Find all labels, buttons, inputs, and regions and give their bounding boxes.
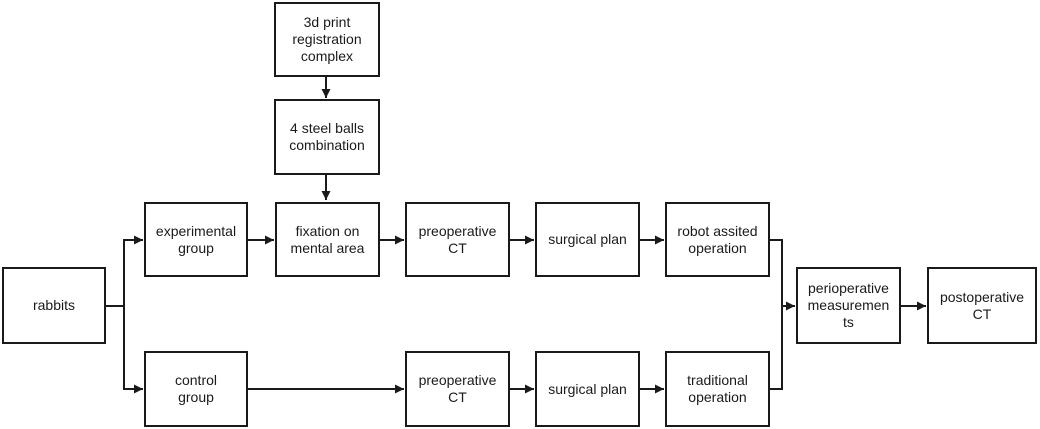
node-experimental-group: experimental group bbox=[144, 202, 248, 277]
node-preoperative-ct-top: preoperative CT bbox=[405, 202, 510, 277]
node-perioperative-label: perioperative measuremen ts bbox=[807, 280, 890, 330]
node-surgical-plan-top: surgical plan bbox=[535, 202, 640, 277]
node-fixation-label: fixation on mental area bbox=[290, 222, 365, 256]
node-robot-operation-label: robot assited operation bbox=[677, 222, 758, 256]
node-steel-balls-label: 4 steel balls combination bbox=[289, 120, 365, 153]
node-surgical-plan-bottom: surgical plan bbox=[535, 351, 640, 427]
node-traditional-operation: traditional operation bbox=[665, 351, 770, 427]
node-3d-print-label: 3d print registration complex bbox=[292, 14, 362, 64]
node-rabbits: rabbits bbox=[2, 267, 106, 344]
node-rabbits-label: rabbits bbox=[32, 297, 76, 313]
node-control-group-label: control group bbox=[174, 372, 218, 405]
node-control-group: control group bbox=[144, 351, 248, 427]
node-postoperative-ct-label: postoperative CT bbox=[939, 288, 1025, 322]
node-surgical-plan-top-label: surgical plan bbox=[548, 231, 627, 247]
node-preoperative-ct-top-label: preoperative CT bbox=[418, 222, 497, 256]
node-3d-print-registration-complex: 3d print registration complex bbox=[274, 2, 380, 77]
node-fixation-on-mental-area: fixation on mental area bbox=[275, 202, 380, 277]
line-robot-to-merge bbox=[770, 239, 783, 390]
node-steel-balls-combination: 4 steel balls combination bbox=[274, 99, 380, 175]
arrow-rabbits-to-control bbox=[123, 306, 143, 394]
node-experimental-group-label: experimental group bbox=[155, 222, 237, 256]
node-preoperative-ct-bottom-label: preoperative CT bbox=[418, 372, 497, 405]
node-traditional-operation-label: traditional operation bbox=[687, 372, 748, 405]
arrow-rabbits-to-experimental bbox=[123, 235, 143, 306]
node-surgical-plan-bottom-label: surgical plan bbox=[548, 380, 627, 397]
node-postoperative-ct: postoperative CT bbox=[927, 267, 1037, 344]
node-perioperative-measurements: perioperative measuremen ts bbox=[796, 267, 901, 344]
node-preoperative-ct-bottom: preoperative CT bbox=[405, 351, 510, 427]
node-robot-assisted-operation: robot assited operation bbox=[665, 202, 770, 277]
